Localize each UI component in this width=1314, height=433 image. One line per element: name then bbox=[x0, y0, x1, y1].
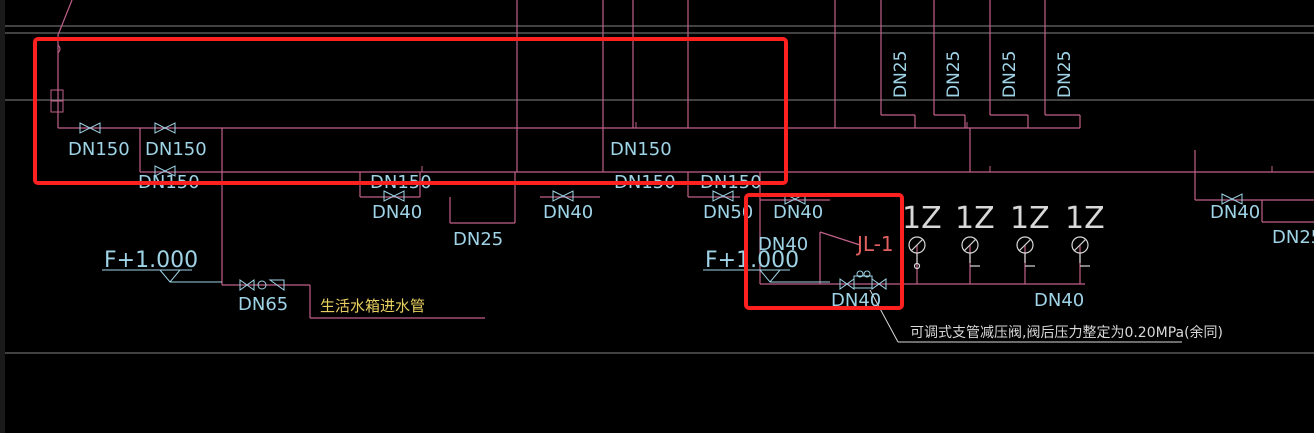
highlight-boxes bbox=[33, 37, 904, 310]
label-dn150-d: DN150 bbox=[610, 139, 672, 160]
fixture-symbol-icon bbox=[908, 236, 926, 270]
label-dn40-f: DN40 bbox=[1034, 290, 1084, 311]
label-dn25-vertical-1: DN25 bbox=[891, 51, 911, 98]
fixture-symbol-icon bbox=[961, 236, 980, 267]
elevation-label-right: F+1.000 bbox=[705, 248, 799, 273]
reference-lines bbox=[0, 25, 1314, 354]
label-dn150-a: DN150 bbox=[68, 139, 130, 160]
gate-valve-icon bbox=[552, 190, 574, 202]
note-leader-line bbox=[869, 289, 1182, 343]
label-dn25-vertical-2: DN25 bbox=[944, 51, 964, 98]
highlight-box-reducing-valve bbox=[744, 193, 904, 310]
riser-box-icon bbox=[50, 89, 64, 113]
gate-valve-icon bbox=[154, 165, 176, 177]
label-dn25-vertical-3: DN25 bbox=[1000, 51, 1020, 98]
check-valve-icon bbox=[239, 279, 285, 291]
fixture-symbols bbox=[908, 236, 1090, 270]
fixture-label-4: 1Z bbox=[1065, 201, 1105, 236]
fixture-label-2: 1Z bbox=[955, 201, 995, 236]
valve-setting-note: 可调式支管减压阀,阀后压力整定为0.20MPa(余同) bbox=[910, 324, 1223, 341]
highlight-box-main-header bbox=[33, 37, 788, 185]
fixture-symbol-icon bbox=[1071, 236, 1090, 267]
label-dn25-a: DN25 bbox=[453, 229, 503, 250]
label-dn25-vertical-4: DN25 bbox=[1055, 51, 1075, 98]
gate-valve-icon bbox=[712, 190, 734, 202]
gate-valves bbox=[79, 122, 1243, 291]
label-dn40-c: DN40 bbox=[773, 202, 823, 223]
label-dn25-b: DN25 bbox=[1272, 227, 1314, 248]
gate-valve-icon bbox=[154, 122, 176, 134]
gate-valve-icon bbox=[79, 122, 101, 134]
label-dn150-b: DN150 bbox=[145, 139, 207, 160]
label-dn50: DN50 bbox=[703, 202, 753, 223]
fixture-symbol-icon bbox=[1016, 236, 1035, 267]
label-dn40-g: DN40 bbox=[1210, 202, 1260, 223]
label-dn40-a: DN40 bbox=[372, 202, 422, 223]
tank-inlet-note: 生活水箱进水管 bbox=[320, 297, 425, 315]
elevation-label-left: F+1.000 bbox=[104, 248, 198, 273]
pressure-reducing-valve-icon bbox=[839, 270, 887, 290]
fixture-label-1: 1Z bbox=[902, 201, 942, 236]
gate-valve-icon bbox=[383, 190, 405, 202]
gate-valve-icon bbox=[1221, 193, 1243, 205]
pipe-bend-marks bbox=[57, 44, 1273, 173]
label-dn40-d: DN40 bbox=[758, 234, 808, 255]
elevation-marker-icon bbox=[102, 269, 222, 283]
label-dn40-b: DN40 bbox=[543, 202, 593, 223]
riser-tag-jl-1: JL-1 bbox=[855, 232, 894, 256]
fixture-label-3: 1Z bbox=[1010, 201, 1050, 236]
gray-panel bbox=[0, 0, 5, 433]
label-dn65: DN65 bbox=[238, 294, 288, 315]
label-dn40-e: DN40 bbox=[831, 290, 881, 311]
pipe-network bbox=[57, 0, 1314, 319]
